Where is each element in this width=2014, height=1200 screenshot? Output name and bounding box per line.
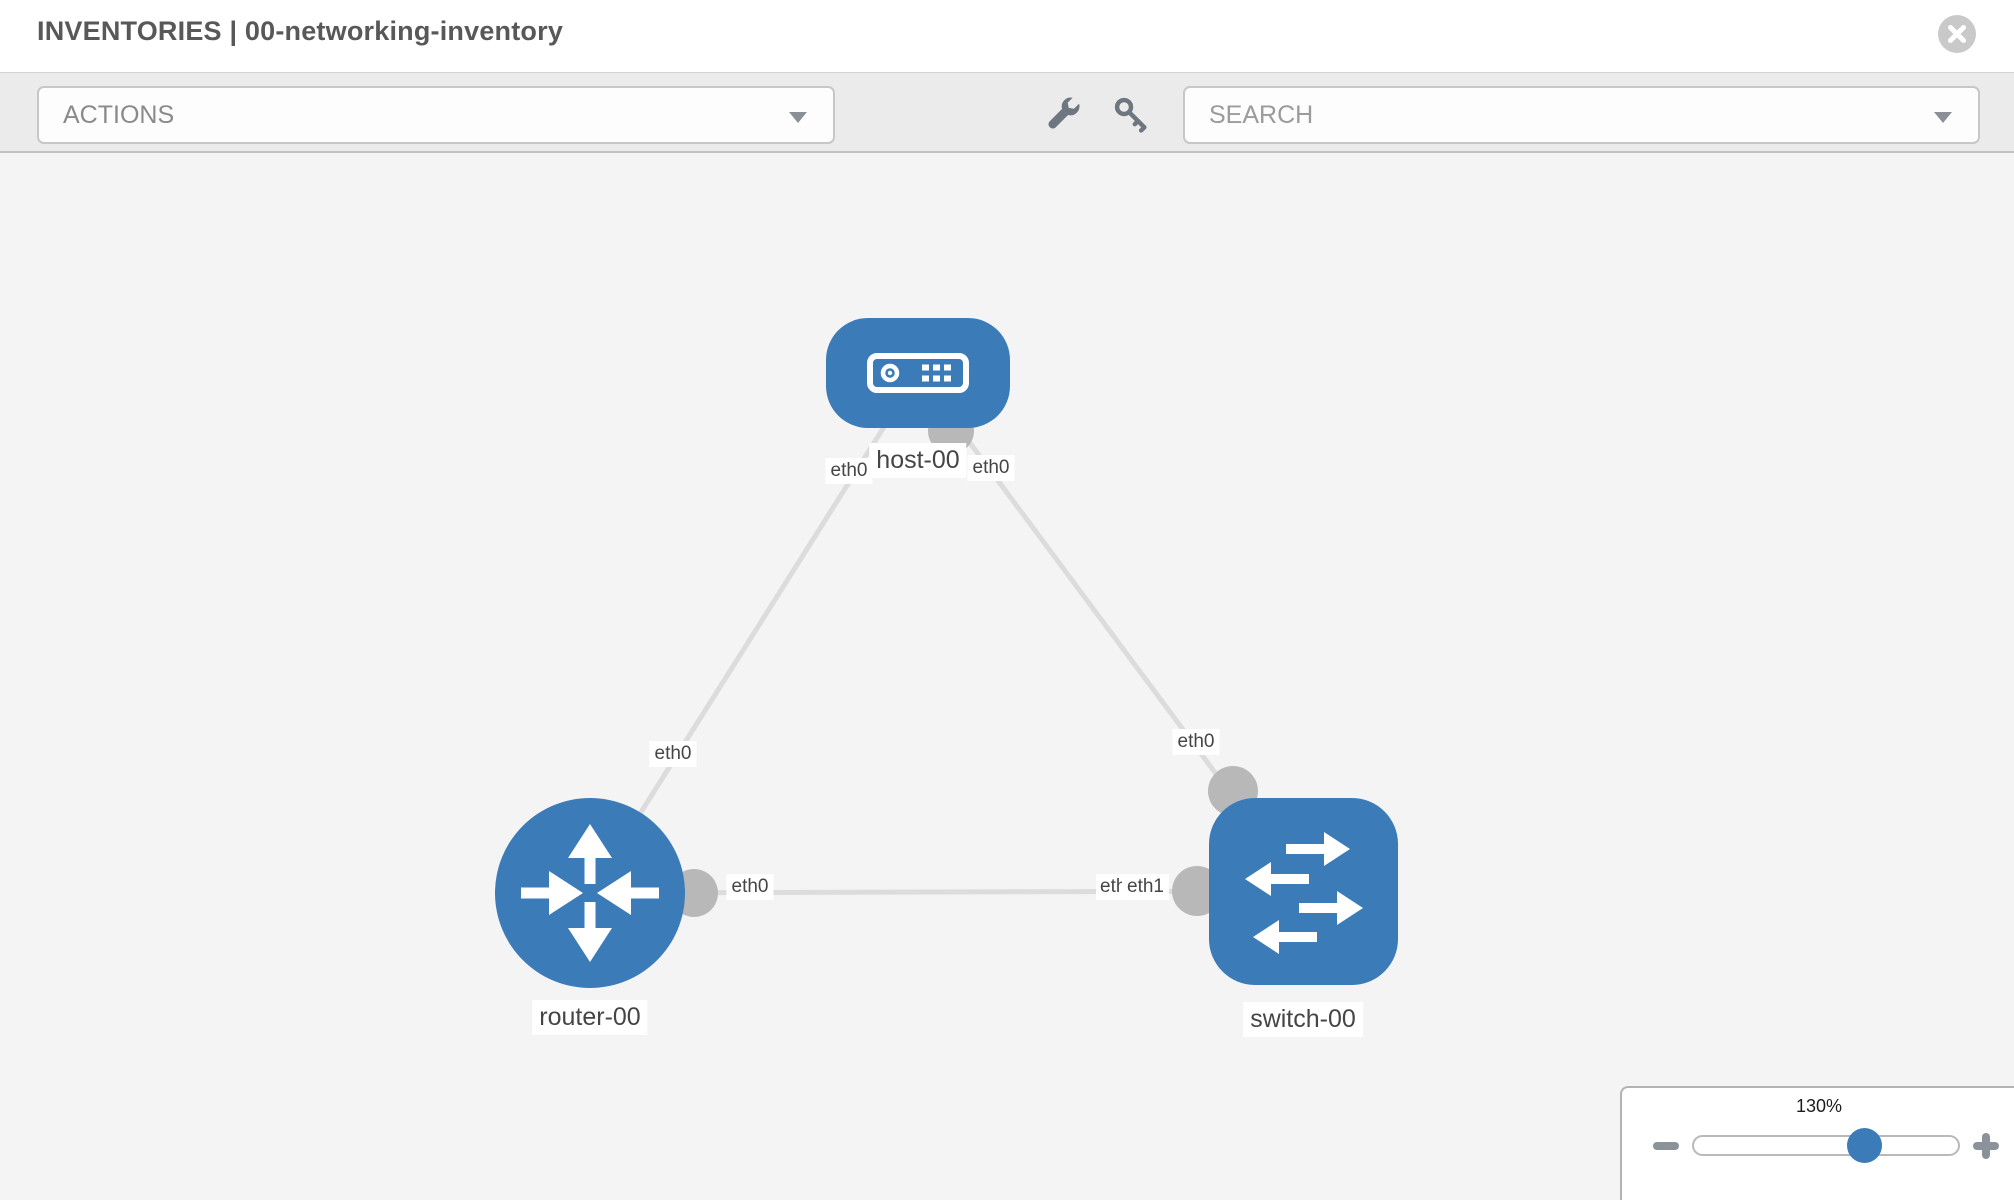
zoom-panel: 130%	[1620, 1086, 2014, 1200]
iface-label-switch-to-host: eth0	[1172, 729, 1220, 755]
chevron-down-icon	[1934, 112, 1952, 123]
iface-label-host-to-router: eth0	[825, 458, 873, 484]
search-input[interactable]	[1185, 88, 1978, 142]
zoom-in-button[interactable]	[1966, 1126, 2006, 1166]
actions-dropdown-label: ACTIONS	[63, 101, 175, 129]
credentials-button[interactable]	[1112, 95, 1156, 135]
iface-label-router-to-switch: eth0	[726, 874, 774, 900]
wrench-icon	[1044, 97, 1082, 137]
toolbar: ACTIONS	[0, 72, 2014, 153]
node-label-router: router-00	[532, 1000, 648, 1035]
links-layer	[587, 371, 1306, 917]
header-bar: INVENTORIES | 00-networking-inventory	[0, 0, 2014, 72]
close-button[interactable]	[1938, 15, 1976, 53]
zoom-slider-track[interactable]	[1692, 1135, 1960, 1156]
zoom-out-button[interactable]	[1646, 1126, 1686, 1166]
node-router[interactable]	[495, 798, 685, 988]
zoom-slider-handle[interactable]	[1847, 1128, 1882, 1163]
node-label-switch: switch-00	[1243, 1002, 1363, 1037]
key-icon	[1112, 97, 1150, 137]
iface-label-switch-overlapped: eth0	[1096, 874, 1124, 900]
node-label-host: host-00	[869, 443, 967, 478]
zoom-level-label: 130%	[1795, 1096, 1843, 1116]
minus-icon	[1653, 1142, 1679, 1150]
iface-label-router-to-host: eth0	[649, 741, 697, 767]
search-box[interactable]	[1183, 86, 1980, 144]
node-host[interactable]	[826, 318, 1010, 428]
topology-canvas[interactable]: host-00 router-00 switch-00 eth0 eth0 et…	[0, 155, 2014, 1200]
chevron-down-icon	[789, 112, 807, 123]
plus-icon	[1982, 1133, 1990, 1159]
page-title: INVENTORIES | 00-networking-inventory	[37, 16, 564, 46]
iface-label-host-to-switch: eth0	[967, 455, 1015, 481]
iface-label-switch-to-router: eth1	[1122, 874, 1169, 900]
configure-button[interactable]	[1044, 95, 1088, 135]
actions-dropdown[interactable]: ACTIONS	[37, 86, 835, 144]
node-switch[interactable]	[1209, 798, 1398, 985]
